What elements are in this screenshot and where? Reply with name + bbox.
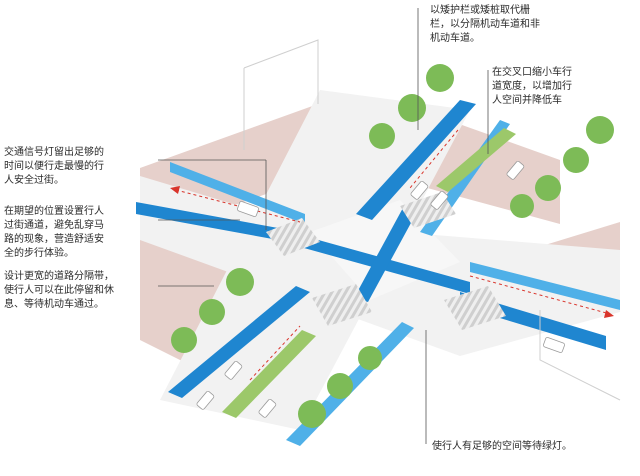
arrow-head-west — [170, 186, 180, 194]
building-outlines — [243, 39, 621, 401]
traffic-arrows — [175, 129, 611, 381]
annotation-barrier: 以矮护栏或矮桩取代栅 栏，以分隔机动车道和非 机动车道。 — [430, 5, 540, 44]
median-north — [436, 128, 516, 192]
center-band-ns — [354, 206, 418, 302]
crosswalk-east — [444, 286, 506, 330]
bike-lane-west-north — [136, 202, 300, 244]
bike-lane-south — [168, 286, 310, 398]
arrow-head-east — [604, 310, 614, 318]
annotation-signal: 交通信号灯留出足够的 时间以便行走最慢的行 人安全过街。 — [4, 147, 104, 186]
leader-lines — [158, 8, 489, 444]
median-south — [222, 330, 316, 418]
bike-lane-north — [356, 100, 476, 220]
bike-lane-east-light — [470, 262, 620, 310]
annotation-corner: 在交叉口缩小车行 道宽度，以增加行 人空间并降低车 — [492, 67, 572, 106]
annotation-median: 设计更宽的道路分隔带， 使行人可以在此停留和休 息、等待机动车通过。 — [4, 271, 114, 310]
street-trees — [171, 64, 614, 428]
crosswalk-west — [266, 218, 320, 256]
bike-lane-west-north-light — [170, 162, 305, 224]
crosswalk-south — [312, 284, 372, 326]
annotation-crossing: 在期望的位置设置行人 过街通道，避免乱穿马 路的现象，营造舒适安 全的步行体验。 — [4, 206, 104, 259]
annotation-waiting: 使行人有足够的空间等待绿灯。 — [432, 441, 572, 452]
vehicles — [196, 160, 565, 418]
